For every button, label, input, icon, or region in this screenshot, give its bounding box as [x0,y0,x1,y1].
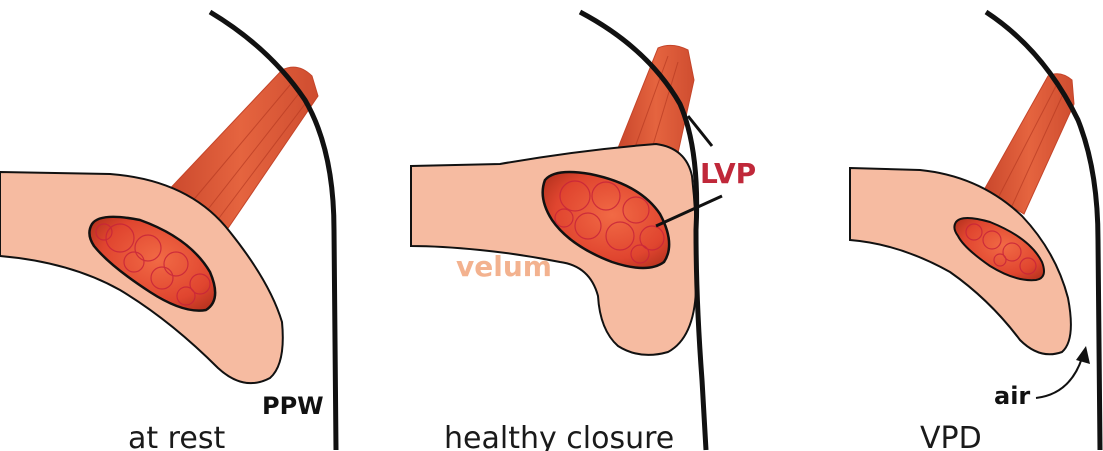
lvp-muscle-vpd [984,74,1074,214]
air-label: air [994,382,1030,410]
caption-at-rest: at rest [128,421,225,451]
velum-label: velum [456,250,552,283]
panel-at-rest: PPW at rest [0,12,336,451]
caption-healthy-closure: healthy closure [444,421,674,451]
air-arrow [1036,358,1082,398]
panel-healthy-closure: LVP velum healthy closure [411,12,756,451]
panel-vpd: air VPD [850,12,1100,451]
lvp-label: LVP [700,157,756,190]
ppw-label: PPW [262,392,324,420]
air-arrowhead-icon [1076,346,1090,364]
caption-vpd: VPD [920,421,982,451]
